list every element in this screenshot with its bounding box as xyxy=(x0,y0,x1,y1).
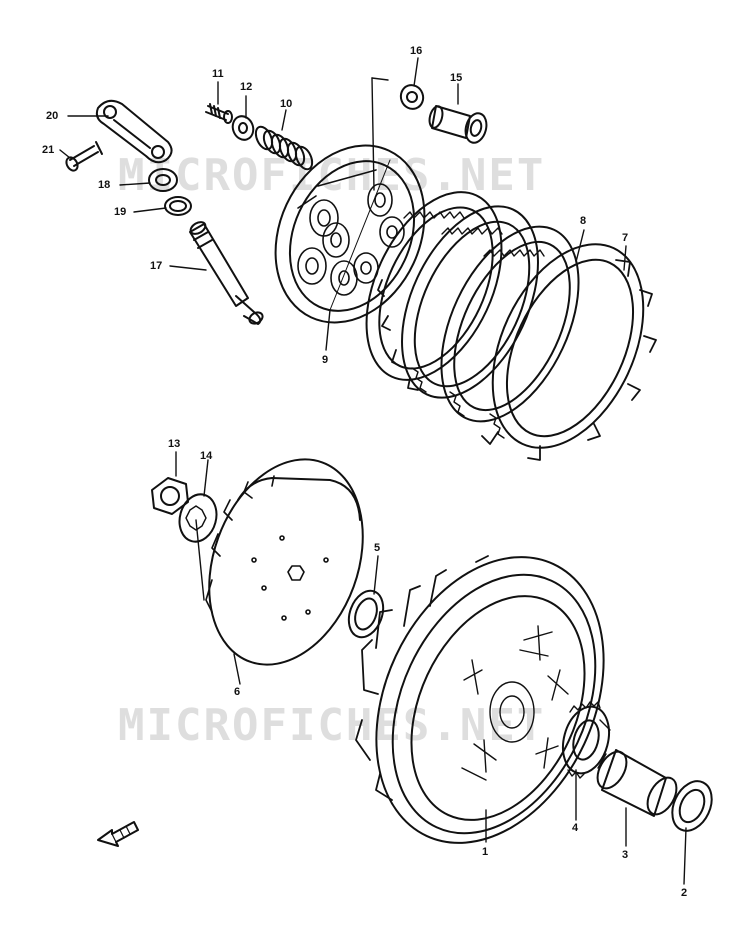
part-label-5: 5 xyxy=(374,542,381,554)
arm-screw xyxy=(65,141,103,172)
spacer xyxy=(596,749,678,817)
clutch-nut xyxy=(151,477,189,515)
clutch-housing xyxy=(355,555,611,844)
part-label-10: 10 xyxy=(280,98,293,110)
release-arm xyxy=(95,99,173,164)
part-label-3: 3 xyxy=(622,849,629,861)
part-label-17: 17 xyxy=(150,260,163,272)
thrust-washer xyxy=(399,84,425,110)
part-label-6: 6 xyxy=(234,686,241,698)
part-label-19: 19 xyxy=(114,206,127,218)
part-label-13: 13 xyxy=(168,438,181,450)
part-label-2: 2 xyxy=(681,887,688,899)
drive-plate xyxy=(481,243,657,461)
pressure-plate xyxy=(274,144,426,324)
part-label-1: 1 xyxy=(482,846,489,858)
part-label-8: 8 xyxy=(580,215,587,227)
watermark-top: MICROFICHES.NET xyxy=(118,150,546,201)
part-label-18: 18 xyxy=(98,179,111,191)
watermark-bottom: MICROFICHES.NET xyxy=(118,700,546,751)
front-arrow-icon xyxy=(97,821,139,847)
part-label-16: 16 xyxy=(410,45,423,57)
part-label-11: 11 xyxy=(212,68,224,80)
o-ring xyxy=(164,196,192,216)
leader-lines xyxy=(59,57,687,885)
part-label-7: 7 xyxy=(622,232,629,244)
part-label-20: 20 xyxy=(46,110,59,122)
clutch-hub xyxy=(195,458,364,666)
part-label-15: 15 xyxy=(450,72,463,84)
washer xyxy=(231,115,255,141)
primary-gear xyxy=(561,701,611,779)
push-rod xyxy=(189,221,264,325)
friction-plates xyxy=(365,191,580,439)
push-piece xyxy=(428,105,488,144)
oil-seal xyxy=(148,168,178,192)
part-label-21: 21 xyxy=(42,144,55,156)
spacer-washer xyxy=(671,780,713,832)
spring-bolt xyxy=(205,103,233,124)
clutch-spring xyxy=(254,125,314,171)
part-label-9: 9 xyxy=(322,354,329,366)
part-label-12: 12 xyxy=(240,81,253,93)
part-label-14: 14 xyxy=(200,450,213,462)
part-label-4: 4 xyxy=(572,822,579,834)
